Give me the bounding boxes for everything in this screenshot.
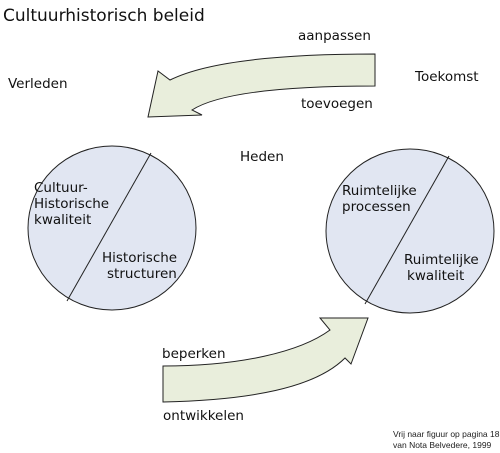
top-arrow-label-above: aanpassen — [298, 28, 371, 44]
left-circle-upper-text: Cultuur- Historische kwaliteit — [34, 180, 113, 228]
top-arrow-label-below: toevoegen — [301, 96, 373, 112]
label-future: Toekomst — [414, 69, 479, 85]
right-circle-group: Ruimtelijke processen Ruimtelijke kwalit… — [325, 148, 495, 314]
left-circle — [27, 145, 197, 311]
bottom-curved-arrow — [162, 317, 369, 403]
right-upper-line-2: processen — [342, 199, 411, 215]
left-circle-divider — [66, 152, 152, 302]
bottom-arrow-label-below: ontwikkelen — [163, 408, 244, 424]
label-past: Verleden — [8, 76, 68, 92]
left-circle-group: Cultuur- Historische kwaliteit Historisc… — [27, 145, 197, 311]
left-upper-line-1: Cultuur- — [34, 180, 88, 196]
diagram-title: Cultuurhistorisch beleid — [3, 6, 205, 26]
right-circle-upper-text: Ruimtelijke processen — [342, 183, 421, 215]
label-present: Heden — [240, 149, 284, 165]
right-circle-divider — [364, 155, 450, 305]
left-upper-line-3: kwaliteit — [34, 212, 91, 228]
left-lower-line-1: Historische — [102, 250, 177, 266]
left-lower-line-2: structuren — [107, 266, 177, 282]
top-curved-arrow — [147, 53, 376, 118]
right-upper-line-1: Ruimtelijke — [342, 183, 417, 199]
left-circle-lower-text: Historische structuren — [102, 250, 181, 282]
right-lower-line-1: Ruimtelijke — [404, 252, 479, 268]
bottom-arrow-label-above: beperken — [162, 346, 226, 362]
source-note: Vrij naar figuur op pagina 18 van Nota B… — [393, 429, 500, 450]
source-line-1: Vrij naar figuur op pagina 18 — [393, 429, 500, 439]
right-circle — [325, 148, 495, 314]
source-line-2: van Nota Belvedere, 1999 — [393, 440, 492, 450]
right-circle-lower-text: Ruimtelijke kwaliteit — [404, 252, 483, 284]
left-upper-line-2: Historische — [34, 196, 109, 212]
right-lower-line-2: kwaliteit — [407, 268, 464, 284]
